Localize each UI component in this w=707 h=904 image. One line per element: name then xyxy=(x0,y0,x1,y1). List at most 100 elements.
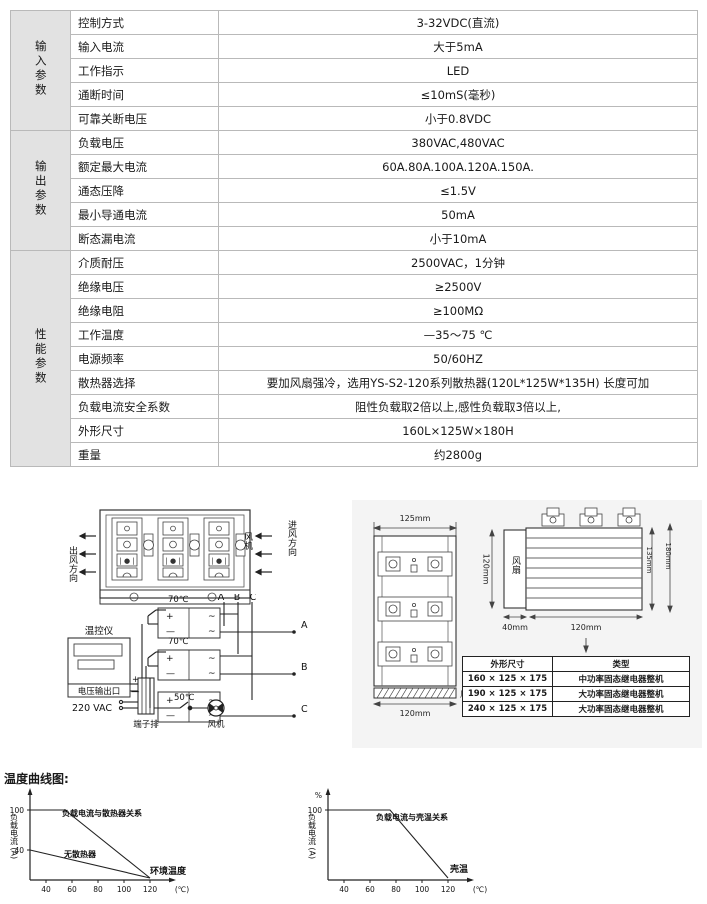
height-180-dimension: 180mm xyxy=(664,543,672,570)
controller-title: 温控仪 xyxy=(85,625,114,637)
output-label-b: B xyxy=(301,662,308,673)
svg-text:40: 40 xyxy=(41,885,51,894)
spec-param-value: 60A.80A.100A.120A.150A. xyxy=(218,154,698,179)
spec-param-name: 控制方式 xyxy=(70,10,219,35)
terminal-block xyxy=(137,677,155,715)
terminal-block-label: 端子排 xyxy=(133,719,159,730)
side-view: 风扇 120mm xyxy=(482,507,673,654)
curve-section-heading: 温度曲线图: xyxy=(4,772,69,786)
spec-category-2: 性能参数 xyxy=(10,250,71,467)
svg-text:100: 100 xyxy=(117,885,132,894)
table-row: 散热器选择要加风扇强冷，选用YS-S2-120系列散热器(120L*125W*1… xyxy=(11,370,698,395)
spec-param-value: 约2800g xyxy=(218,442,698,467)
ylabel-left: 负载电流 (A) xyxy=(10,812,19,859)
spec-param-value: 380VAC,480VAC xyxy=(218,130,698,155)
airflow-inlet-label: 进风方向 xyxy=(286,520,297,556)
svg-text:—: — xyxy=(166,627,175,637)
spec-param-value: 2500VAC，1分钟 xyxy=(218,250,698,275)
output-label-a: A xyxy=(301,620,308,631)
spec-param-value: 50mA xyxy=(218,202,698,227)
svg-text:| ● |: | ● | xyxy=(119,557,134,565)
spec-param-value: ≤10mS(毫秒) xyxy=(218,82,698,107)
curve-charts: 100 40 40 60 80 100 120 (℃) 负载电流与散热器关系 无… xyxy=(0,784,707,902)
table-row: 负载电流安全系数阻性负载取2倍以上,感性负载取3倍以上, xyxy=(11,394,698,419)
fan-symbol xyxy=(207,699,225,717)
ssr-block-1: + — ~ ~ xyxy=(157,607,296,639)
output-label-c: C xyxy=(301,704,308,715)
svg-text:—: — xyxy=(166,711,175,721)
xunit-left: (℃) xyxy=(175,885,189,894)
series-no-heatsink xyxy=(29,849,151,879)
svg-text:| ● |: | ● | xyxy=(211,557,226,565)
model-type-cell: 大功率固态继电器整机 xyxy=(552,701,690,717)
svg-text:~: ~ xyxy=(208,654,216,664)
chart-title-left: 负载电流与散热器关系 xyxy=(62,808,142,818)
phase-label-b: B xyxy=(234,594,241,603)
xunit-right: (℃) xyxy=(473,885,487,894)
height-120-dimension: 120mm xyxy=(482,554,491,585)
depth-120-dimension: 120mm xyxy=(571,623,602,632)
spec-param-name: 通断时间 xyxy=(70,82,219,107)
series-case-temp xyxy=(328,809,449,879)
table-row: 可靠关断电压小于0.8VDC xyxy=(11,106,698,131)
svg-text:60: 60 xyxy=(67,885,77,894)
spec-param-value: 160L×125W×180H xyxy=(218,418,698,443)
spec-param-value: 50/60HZ xyxy=(218,346,698,371)
front-depth-dimension: 120mm xyxy=(400,709,431,718)
diagram-area: | ● | | ● | xyxy=(0,492,707,772)
spec-category-label: 输出参数 xyxy=(33,160,48,218)
model-type-cell: 中功率固态继电器整机 xyxy=(552,671,690,687)
table-row: 重量约2800g xyxy=(11,442,698,467)
spec-param-name: 散热器选择 xyxy=(70,370,219,395)
model-table-header-1: 类型 xyxy=(552,656,690,672)
supply-label: 220 VAC xyxy=(72,703,112,714)
svg-text:+: + xyxy=(166,696,174,706)
spec-param-name: 外形尺寸 xyxy=(70,418,219,443)
spec-param-name: 通态压降 xyxy=(70,178,219,203)
svg-text:—: — xyxy=(131,687,140,697)
table-row: 绝缘电压≥2500V xyxy=(11,274,698,299)
annotation-no-heatsink: 无散热器 xyxy=(63,849,97,859)
spec-param-name: 输入电流 xyxy=(70,34,219,59)
side-fan-label: 风扇 xyxy=(510,556,521,575)
model-table-header-row: 外形尺寸类型 xyxy=(462,656,690,672)
wiring-fan-label: 风机 xyxy=(207,719,225,730)
table-row: 断态漏电流小于10mA xyxy=(11,226,698,251)
svg-text:| ● |: | ● | xyxy=(165,557,180,565)
spec-param-name: 最小导通电流 xyxy=(70,202,219,227)
fan-label: 风机 xyxy=(242,532,253,551)
chart-heatsink-derating: 100 40 40 60 80 100 120 (℃) 负载电流与散热器关系 无… xyxy=(10,788,189,894)
spec-param-value: 阻性负载取2倍以上,感性负载取3倍以上, xyxy=(218,394,698,419)
spec-param-name: 工作温度 xyxy=(70,322,219,347)
svg-text:—: — xyxy=(166,669,175,679)
phase-label-c: C xyxy=(250,594,257,603)
model-type-cell: 大功率固态继电器整机 xyxy=(552,686,690,702)
spec-category-label: 输入参数 xyxy=(33,40,48,98)
svg-text:~: ~ xyxy=(208,627,216,637)
wiring-diagram: A B C + — ~ ~ A + — ~ xyxy=(67,594,308,730)
svg-text:100: 100 xyxy=(308,806,323,815)
spec-param-name: 重量 xyxy=(70,442,219,467)
model-size-cell: 190 × 125 × 175 xyxy=(462,686,553,702)
ylabel-right: 负载电流 (A) xyxy=(308,812,317,859)
chart-case-temp-derating: 100 % 40 60 80 100 120 (℃) 负载电流与壳温关系 壳温 … xyxy=(308,788,487,894)
front-view: 125mm xyxy=(372,514,476,718)
svg-text:~: ~ xyxy=(208,711,216,721)
spec-param-value: ≤1.5V xyxy=(218,178,698,203)
temperature-controller xyxy=(67,637,131,698)
spec-param-value: 小于0.8VDC xyxy=(218,106,698,131)
spec-param-value: 要加风扇强冷，选用YS-S2-120系列散热器(120L*125W*135H) … xyxy=(218,370,698,395)
airflow-outlet-label: 出风方向 xyxy=(67,545,78,582)
model-size-cell: 160 × 125 × 175 xyxy=(462,671,553,687)
spec-param-name: 介质耐压 xyxy=(70,250,219,275)
thermostat-70-label-1: 70℃ xyxy=(168,595,189,605)
table-row: 通态压降≤1.5V xyxy=(11,178,698,203)
